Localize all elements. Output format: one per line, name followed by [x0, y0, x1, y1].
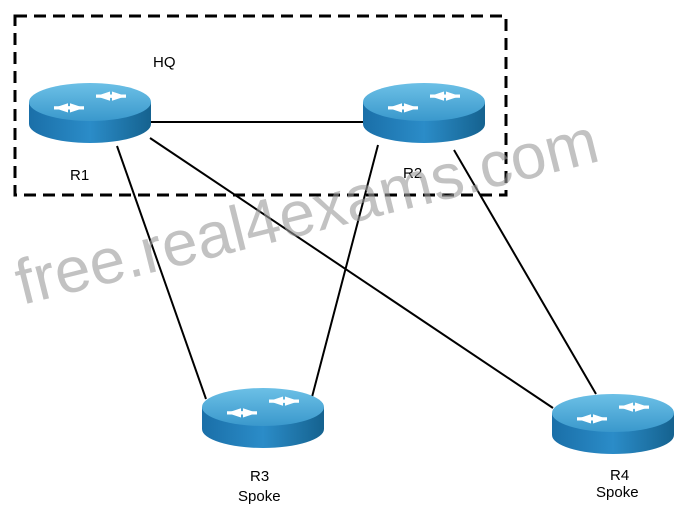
router-r1-name: R1: [70, 167, 89, 184]
hq-group-label: HQ: [153, 54, 176, 71]
router-r4-name: R4: [610, 467, 629, 484]
link-r1-r3: [116, 145, 207, 400]
link-r2-r3: [311, 144, 379, 398]
router-r4-icon[interactable]: [552, 394, 674, 454]
router-r3-name: R3: [250, 468, 269, 485]
router-r4-role: Spoke: [596, 484, 639, 501]
router-r3-icon[interactable]: [202, 388, 324, 448]
link-layer: [116, 121, 597, 409]
router-r2-name: R2: [403, 165, 422, 182]
router-r3-role: Spoke: [238, 488, 281, 505]
router-r2-icon[interactable]: [363, 83, 485, 143]
router-layer: [29, 83, 674, 454]
router-r1-icon[interactable]: [29, 83, 151, 143]
hq-group-box: [13, 14, 508, 197]
link-r2-r4: [453, 149, 597, 395]
link-r1-r4: [149, 137, 554, 409]
